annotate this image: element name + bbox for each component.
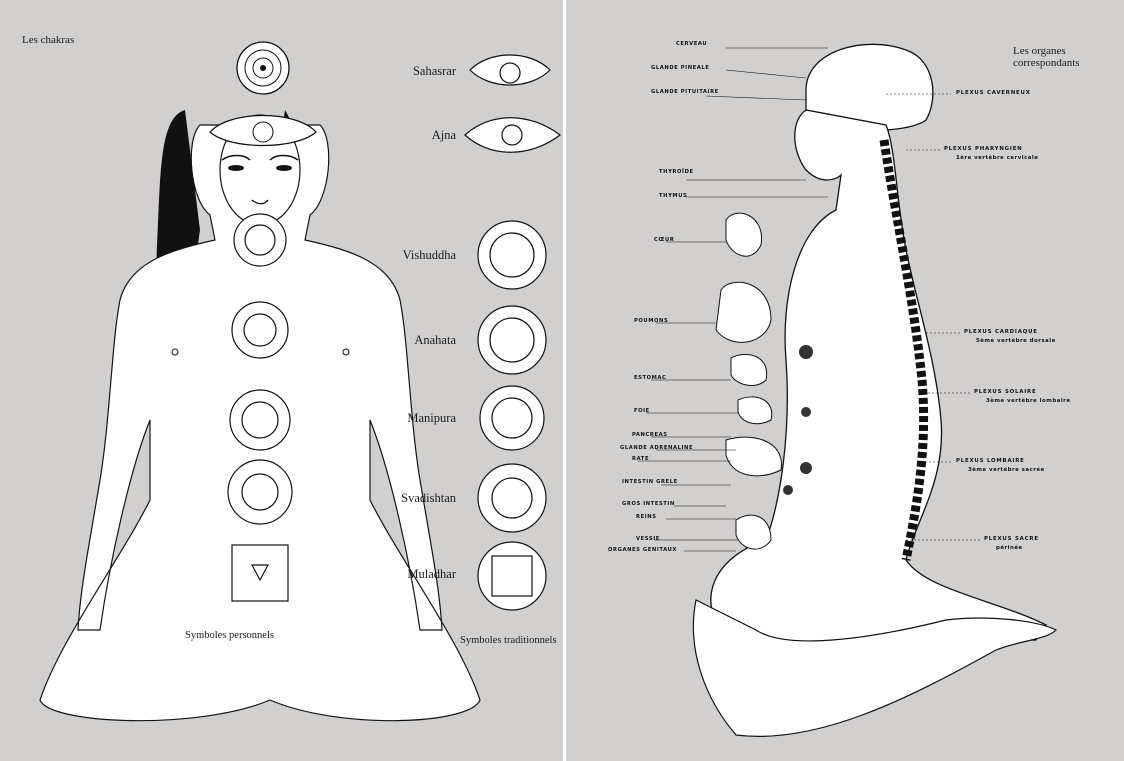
organ-label: GROS INTESTIN — [622, 501, 675, 507]
chakras-heading: Les chakras — [22, 34, 74, 46]
plexus-name: PLEXUS SOLAIRE — [974, 389, 1036, 395]
plexus-label: PLEXUS CARDIAQUE 5ème vertèbre dorsale — [964, 328, 1056, 346]
plexus-name: PLEXUS CARDIAQUE — [964, 329, 1038, 335]
plexus-name: PLEXUS PHARYNGIEN — [944, 146, 1023, 152]
organ-label: REINS — [636, 514, 657, 520]
organ-label: THYROÏDE — [659, 169, 694, 175]
chakra-label-svadishtan: Svadishtan — [360, 491, 456, 506]
organ-label: RATE — [632, 456, 649, 462]
plexus-label: PLEXUS SACRE périnée — [984, 535, 1039, 553]
chakra-label-sahasrar: Sahasrar — [360, 64, 456, 79]
organ-label: POUMONS — [634, 318, 668, 324]
organ-label: INTESTIN GRELE — [622, 479, 678, 485]
organ-label: GLANDE PINEALE — [651, 65, 709, 71]
plexus-detail: 1ère vertèbre cervicale — [956, 154, 1038, 163]
organ-label: PANCREAS — [632, 432, 668, 438]
chakra-page: Les chakras Sahasrar Ajna Vishuddha Anah… — [0, 0, 566, 761]
chakra-label-muladhar: Muladhar — [360, 567, 456, 582]
chakra-figure-illustration — [0, 0, 566, 761]
plexus-name: PLEXUS CAVERNEUX — [956, 90, 1031, 96]
organ-label: FOIE — [634, 408, 650, 414]
caption-personal-symbols: Symboles personnels — [185, 630, 274, 641]
plexus-name: PLEXUS LOMBAIRE — [956, 458, 1025, 464]
chakra-label-vishuddha: Vishuddha — [360, 248, 456, 263]
organ-label: ORGANES GENITAUX — [608, 547, 677, 553]
organ-label: GLANDE ADRENALINE — [620, 445, 693, 451]
plexus-label: PLEXUS PHARYNGIEN 1ère vertèbre cervicale — [944, 145, 1038, 163]
organ-label: VESSIE — [636, 536, 660, 542]
organ-label: ESTOMAC — [634, 375, 666, 381]
plexus-label: PLEXUS LOMBAIRE 3ème vertèbre sacrée — [956, 457, 1045, 475]
organ-label: CŒUR — [654, 237, 674, 243]
plexus-detail: 3ème vertèbre lombaire — [986, 397, 1071, 406]
organ-label: THYMUS — [659, 193, 687, 199]
organs-heading: Les organes correspondants — [1013, 45, 1124, 69]
plexus-detail: 5ème vertèbre dorsale — [976, 337, 1056, 346]
plexus-detail: périnée — [996, 544, 1039, 553]
chakra-label-manipura: Manipura — [360, 411, 456, 426]
organs-page: Les organes correspondants CERVEAU GLAND… — [566, 0, 1124, 761]
plexus-detail: 3ème vertèbre sacrée — [968, 466, 1045, 475]
caption-traditional-symbols: Symboles traditionnels — [460, 635, 557, 646]
plexus-label: PLEXUS CAVERNEUX — [956, 89, 1031, 98]
plexus-label: PLEXUS SOLAIRE 3ème vertèbre lombaire — [974, 388, 1071, 406]
chakra-label-anahata: Anahata — [360, 333, 456, 348]
organ-label: GLANDE PITUITAIRE — [651, 89, 719, 95]
chakra-label-ajna: Ajna — [360, 128, 456, 143]
organ-label: CERVEAU — [676, 41, 707, 47]
plexus-name: PLEXUS SACRE — [984, 536, 1039, 542]
